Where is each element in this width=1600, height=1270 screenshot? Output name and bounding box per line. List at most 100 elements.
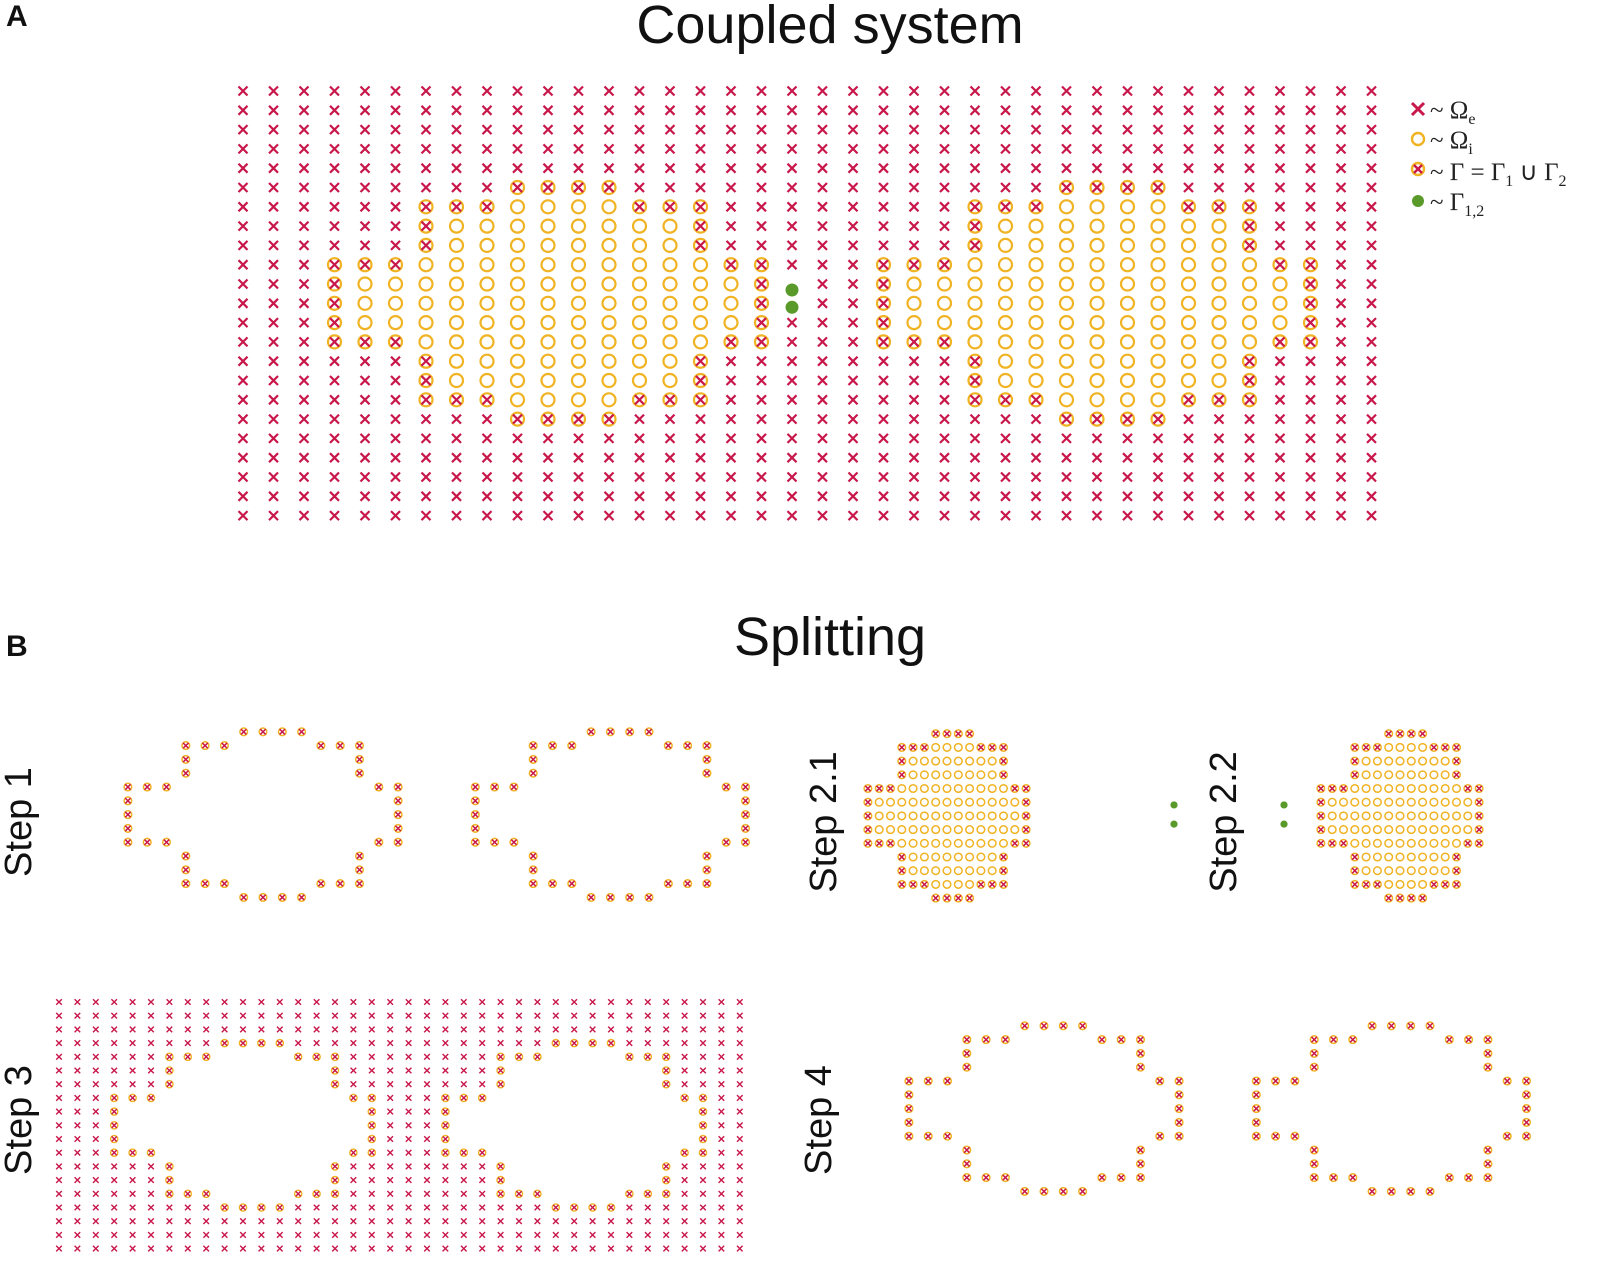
intracellular-node: [987, 770, 997, 780]
extracellular-node: [55, 1245, 63, 1252]
membrane-node: [181, 754, 191, 764]
extracellular-node: [681, 1080, 688, 1088]
extracellular-node: [552, 998, 560, 1006]
extracellular-node: [878, 491, 889, 502]
extracellular-node: [662, 998, 670, 1006]
extracellular-node: [258, 998, 265, 1006]
membrane-node: [1251, 1131, 1261, 1141]
extracellular-node: [74, 1122, 81, 1129]
extracellular-node: [390, 394, 401, 406]
intracellular-node: [1119, 392, 1136, 408]
membrane-node: [875, 257, 892, 273]
membrane-node: [967, 237, 983, 253]
intracellular-node: [942, 866, 952, 876]
extracellular-node: [817, 375, 828, 386]
extracellular-node: [166, 1231, 173, 1239]
extracellular-node: [1030, 182, 1042, 193]
membrane-node: [967, 353, 983, 369]
membrane-node: [540, 411, 556, 427]
extracellular-node: [786, 105, 798, 116]
membrane-node: [1483, 1062, 1493, 1072]
intracellular-node: [1180, 218, 1197, 234]
cross-marker-icon: [1410, 101, 1426, 117]
extracellular-node: [908, 124, 920, 135]
extracellular-node: [359, 471, 371, 483]
extracellular-node: [74, 1094, 81, 1102]
extracellular-node: [497, 1026, 504, 1033]
membrane-node: [533, 1052, 542, 1062]
membrane-node: [967, 372, 983, 389]
intracellular-node: [908, 811, 918, 821]
extracellular-node: [460, 1231, 468, 1239]
intracellular-node: [601, 372, 617, 389]
intracellular-node: [1361, 797, 1371, 807]
extracellular-node: [515, 1012, 523, 1019]
extracellular-node: [817, 162, 828, 174]
extracellular-node: [350, 1080, 357, 1088]
intracellular-node: [1180, 372, 1197, 389]
extracellular-node: [55, 1094, 63, 1102]
extracellular-node: [644, 1012, 652, 1019]
membrane-node: [1474, 825, 1484, 835]
extracellular-node: [786, 124, 798, 135]
extracellular-node: [390, 433, 401, 444]
intracellular-node: [931, 783, 941, 794]
membrane-node: [1028, 392, 1044, 408]
intracellular-node: [662, 237, 678, 253]
extracellular-node: [368, 1245, 376, 1252]
intracellular-node: [953, 852, 963, 862]
membrane-node: [605, 892, 615, 902]
intracellular-node: [509, 237, 526, 253]
membrane-node: [605, 727, 615, 737]
extracellular-node: [298, 317, 310, 328]
extracellular-node: [736, 1067, 744, 1074]
extracellular-node: [368, 1231, 376, 1239]
extracellular-node: [736, 1245, 744, 1252]
membrane-node: [588, 1038, 597, 1048]
extracellular-node: [359, 162, 371, 174]
extracellular-node: [268, 336, 279, 348]
membrane-node: [875, 276, 892, 292]
intracellular-node: [897, 811, 907, 821]
extracellular-node: [1244, 433, 1255, 444]
extracellular-node: [969, 85, 981, 97]
intracellular-node: [987, 756, 997, 766]
intracellular-node: [1211, 218, 1227, 234]
membrane-node: [962, 1145, 972, 1155]
extracellular-node: [92, 1067, 100, 1074]
extracellular-node: [939, 143, 950, 155]
membrane-node: [551, 1203, 561, 1212]
intracellular-node: [942, 770, 952, 780]
extracellular-node: [74, 1108, 81, 1115]
extracellular-node: [184, 1012, 192, 1019]
extracellular-node: [1061, 85, 1072, 97]
intracellular-node: [418, 334, 434, 350]
extracellular-node: [718, 1163, 725, 1170]
intracellular-node: [570, 315, 587, 331]
extracellular-node: [1000, 143, 1011, 155]
intracellular-node: [1395, 797, 1405, 807]
membrane-node: [418, 237, 434, 253]
intracellular-node: [906, 276, 922, 292]
extracellular-node: [74, 1080, 81, 1088]
extracellular-node: [239, 1217, 247, 1225]
legend-gamma-sub1: 1: [1505, 173, 1514, 190]
membrane-node: [258, 892, 268, 902]
intracellular-node: [1119, 237, 1136, 253]
extracellular-node: [908, 510, 920, 521]
extracellular-node: [786, 85, 798, 97]
extracellular-node: [129, 1204, 136, 1211]
extracellular-node: [442, 1245, 449, 1252]
extracellular-node: [817, 85, 828, 97]
membrane-node: [441, 1148, 450, 1157]
membrane-node: [509, 782, 519, 792]
membrane-node: [201, 1189, 211, 1199]
extracellular-node: [386, 1080, 394, 1088]
extracellular-node: [817, 317, 828, 328]
extracellular-node: [276, 1231, 284, 1239]
intracellular-node: [1418, 825, 1428, 835]
extracellular-node: [1030, 452, 1042, 463]
extracellular-node: [110, 1176, 118, 1184]
extracellular-node: [725, 471, 737, 483]
extracellular-node: [237, 105, 249, 116]
